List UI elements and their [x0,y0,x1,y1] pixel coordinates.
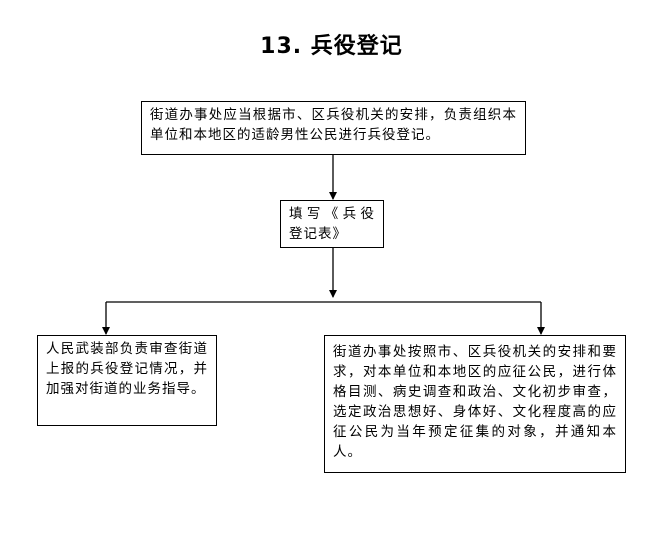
node-preliminary-screening: 街道办事处按照市、区兵役机关的安排和要求，对本单位和本地区的应征公民，进行体格目… [324,335,626,473]
node-fill-form: 填写《兵役登记表》 [280,200,384,248]
node-registration-organization: 街道办事处应当根据市、区兵役机关的安排，负责组织本单位和本地区的适龄男性公民进行… [141,101,526,155]
node-armed-forces-review: 人民武装部负责审查街道上报的兵役登记情况，并加强对街道的业务指导。 [37,335,217,426]
diagram-title: 13. 兵役登记 [260,34,403,59]
